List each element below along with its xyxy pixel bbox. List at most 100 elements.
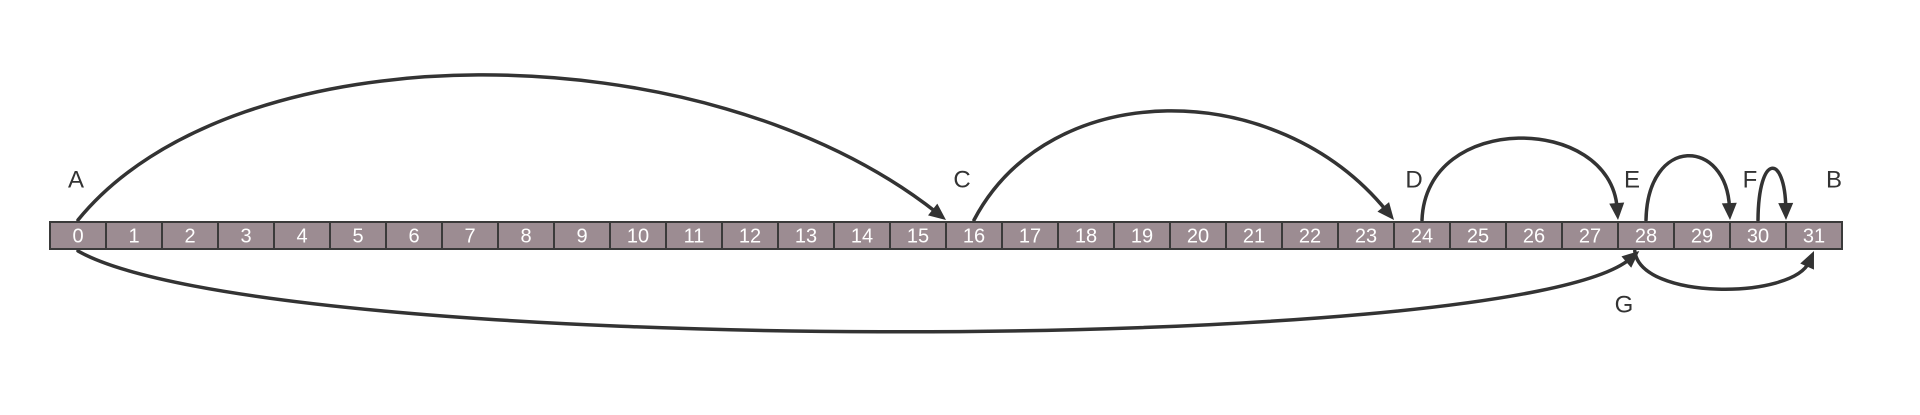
array-cell: 8 [497, 221, 555, 250]
array-cell: 9 [553, 221, 611, 250]
array-cell-index: 17 [1019, 226, 1041, 248]
array-cell: 12 [721, 221, 779, 250]
array-cell-index: 0 [72, 226, 83, 248]
array-cell-index: 8 [520, 226, 531, 248]
node-label-c: C [953, 167, 970, 194]
array-cell-box [1225, 221, 1283, 250]
jump-arc [76, 249, 1640, 334]
jump-arc [1633, 249, 1814, 291]
array-cell-index: 11 [684, 226, 705, 248]
array-cell: 22 [1281, 221, 1339, 250]
array-cell-index: 23 [1355, 226, 1377, 248]
array-cell: 23 [1337, 221, 1395, 250]
node-label-b: B [1826, 167, 1842, 194]
array-cell: 30 [1729, 221, 1787, 250]
array-cell-index: 26 [1523, 226, 1545, 248]
node-label-a: A [68, 167, 84, 194]
array-cell: 25 [1449, 221, 1507, 250]
array-cell-box [105, 221, 163, 250]
array-cell: 24 [1393, 221, 1451, 250]
array-cell-index: 7 [464, 226, 475, 248]
arrowhead-icon [1609, 202, 1625, 220]
array-cell: 26 [1505, 221, 1563, 250]
array-cell-index: 14 [851, 226, 873, 248]
array-cell-index: 1 [128, 226, 139, 248]
jump-arc [1420, 136, 1625, 222]
array-cell-index: 3 [240, 226, 251, 248]
array-cell-index: 10 [627, 226, 649, 248]
array-cell-box [49, 221, 107, 250]
array-cell: 31 [1785, 221, 1843, 250]
array-cell: 20 [1169, 221, 1227, 250]
array-cell-box [1449, 221, 1507, 250]
array-cell: 4 [273, 221, 331, 250]
array-cell-box [497, 221, 555, 250]
arrowhead-icon [1800, 251, 1814, 270]
array-cell-box [1785, 221, 1843, 250]
array-cell-index: 30 [1747, 226, 1769, 248]
array-cell-index: 2 [184, 226, 195, 248]
array-cell: 5 [329, 221, 387, 250]
jump-arc-line [972, 109, 1389, 222]
array-cell: 14 [833, 221, 891, 250]
array-cell-index: 4 [296, 226, 307, 248]
array-cell-box [1673, 221, 1731, 250]
node-label-f: F [1743, 167, 1758, 194]
array-cell: 1 [105, 221, 163, 250]
array-cell-box [1113, 221, 1171, 250]
array-cell: 21 [1225, 221, 1283, 250]
array-cell-index: 15 [907, 226, 929, 248]
arrowhead-icon [1377, 202, 1394, 220]
array-cell: 29 [1673, 221, 1731, 250]
arrowhead-icon [1721, 202, 1737, 220]
jump-arc-line [76, 73, 939, 222]
array-cell: 3 [217, 221, 275, 250]
array-cell: 6 [385, 221, 443, 250]
array-cell-index: 24 [1411, 226, 1433, 248]
array-cell-box [329, 221, 387, 250]
array-cell-box [889, 221, 947, 250]
array-cell-index: 13 [795, 226, 817, 248]
array-cell: 10 [609, 221, 667, 250]
array-cell-box [609, 221, 667, 250]
array-cell-index: 25 [1467, 226, 1489, 248]
array-cell-index: 29 [1691, 226, 1713, 248]
array-cell-index: 12 [739, 226, 761, 248]
array-cell-index: 21 [1243, 226, 1265, 248]
node-label-g: G [1615, 292, 1634, 319]
array-cell-index: 28 [1635, 226, 1657, 248]
array-cell-box [1057, 221, 1115, 250]
array-cell: 0 [49, 221, 107, 250]
jump-arc-line [1633, 249, 1811, 291]
node-label-d: D [1405, 167, 1422, 194]
array-cell: 11 [665, 221, 723, 250]
array-cell: 7 [441, 221, 499, 250]
array-cell: 27 [1561, 221, 1619, 250]
array-cell: 13 [777, 221, 835, 250]
array-cell: 16 [945, 221, 1003, 250]
array-cell-index: 31 [1803, 226, 1825, 248]
array-cell: 15 [889, 221, 947, 250]
array-cell-index: 16 [963, 226, 985, 248]
array-cell-box [833, 221, 891, 250]
array-cell: 17 [1001, 221, 1059, 250]
array-cell-index: 20 [1187, 226, 1209, 248]
array-cell: 28 [1617, 221, 1675, 250]
jump-arc [76, 73, 946, 222]
arrowhead-icon [1778, 202, 1794, 220]
jump-arc-line [76, 249, 1632, 334]
array-cell-box [217, 221, 275, 250]
jump-arc-line [1644, 154, 1732, 222]
jump-arc-line [1756, 166, 1788, 222]
jump-arc [1644, 154, 1737, 222]
array-cell-index: 22 [1299, 226, 1321, 248]
array-cell-index: 27 [1579, 226, 1601, 248]
array-cell-index: 19 [1131, 226, 1153, 248]
array-cell-box [385, 221, 443, 250]
jump-arcs [76, 73, 1814, 334]
array-cell: 19 [1113, 221, 1171, 250]
array-cell: 18 [1057, 221, 1115, 250]
